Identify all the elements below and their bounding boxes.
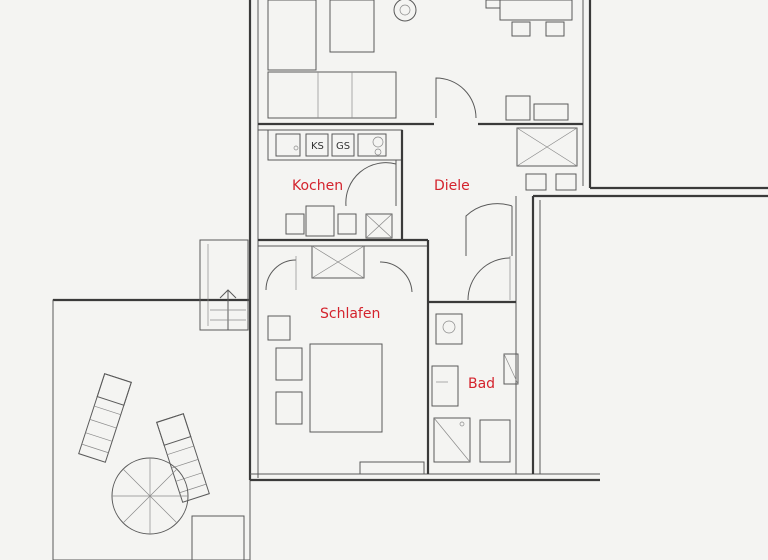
terrace [52,298,251,560]
bathroom: Bad [431,256,519,463]
fridge-label: KS [311,141,324,152]
hallway: Diele [434,127,578,256]
kitchen: KS GS Kochen [267,129,403,239]
toilet [479,419,511,463]
dishwasher [331,133,355,157]
parasol [111,457,189,535]
room-label-schlafen: Schlafen [320,306,380,322]
shower [433,417,471,463]
kitchen-table [305,205,335,237]
garden-table [191,515,245,560]
dishwasher-label: GS [336,141,350,152]
plant-icon [393,0,417,22]
room-label-kochen: Kochen [292,178,343,194]
room-label-bad: Bad [468,376,495,392]
bedroom: Schlafen [265,245,425,475]
room-label-diele: Diele [434,178,470,194]
fridge [305,133,329,157]
living-room [267,0,573,121]
side-steps [199,239,249,331]
dining-table [499,0,573,21]
sun-lounger [156,413,210,503]
bed [309,343,383,433]
sofa [267,71,397,119]
sun-lounger [78,373,132,463]
